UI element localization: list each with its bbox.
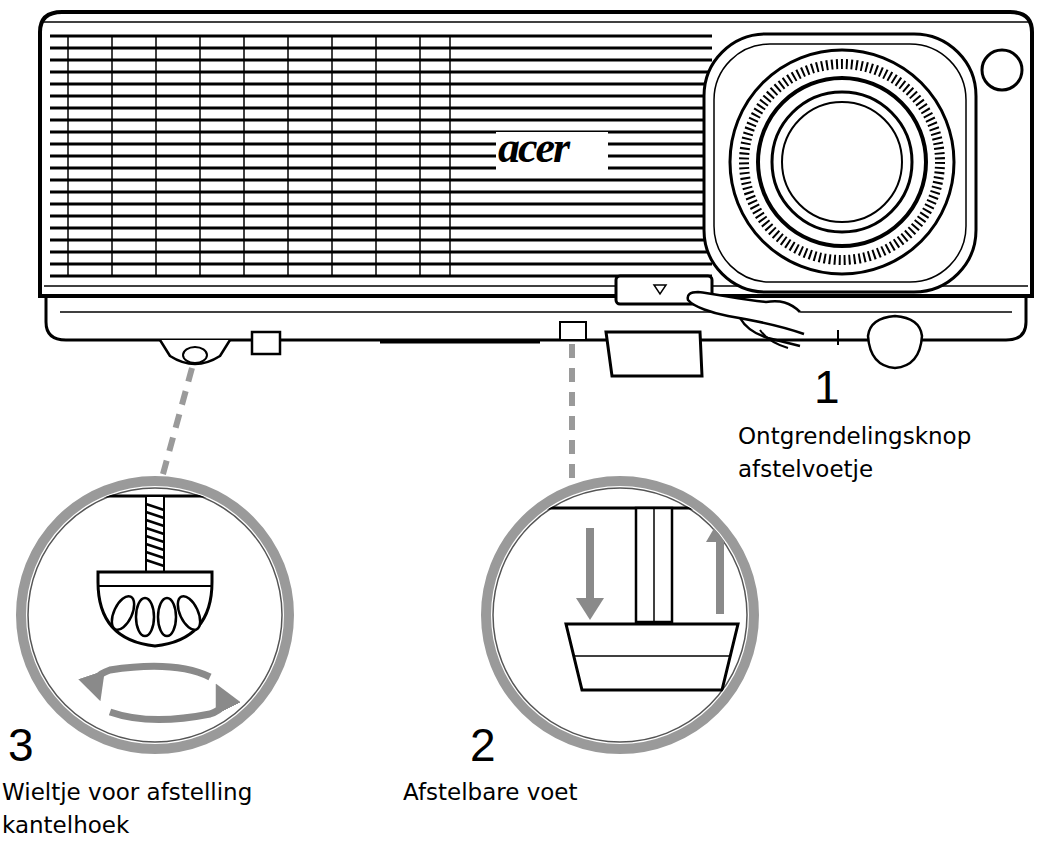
leader-line <box>569 344 575 478</box>
tilt-wheel-detail <box>146 496 164 572</box>
vent-grille <box>50 107 712 110</box>
vent-grille <box>50 227 712 230</box>
vent-grille <box>50 35 712 38</box>
vent-grille <box>50 239 712 242</box>
vent-grille <box>111 36 113 276</box>
vent-grille <box>50 59 712 62</box>
callout-number: 3 <box>8 720 58 771</box>
projector-base <box>60 311 1012 313</box>
projector-body <box>44 21 1028 23</box>
hand-pointer <box>688 292 804 348</box>
hand-pointer <box>760 330 788 348</box>
adjustable-foot-detail <box>566 624 738 690</box>
projector-body <box>40 12 1032 296</box>
vent-grille <box>50 179 712 182</box>
vent-grille <box>50 83 712 86</box>
adjustable-foot-detail <box>493 488 747 742</box>
lens-assembly <box>730 50 954 274</box>
vent-grille <box>50 36 712 276</box>
vent-grille <box>50 251 712 254</box>
vent-grille <box>50 71 712 74</box>
tilt-wheel-detail <box>98 572 212 646</box>
brand-logo: acer <box>498 124 610 172</box>
vent-grille <box>50 143 712 146</box>
adjustable-foot-detail <box>716 540 724 614</box>
ir-sensor <box>982 50 1022 90</box>
hand-pointer <box>688 292 804 334</box>
vent-grille <box>50 275 712 278</box>
tilt-wheel-detail <box>21 481 289 749</box>
lens-assembly <box>704 34 976 292</box>
projector-base <box>183 347 207 363</box>
tilt-wheel-detail <box>98 585 212 587</box>
vent-grille <box>419 36 421 276</box>
lens-assembly <box>744 64 940 260</box>
release-button <box>654 285 666 294</box>
vent-grille <box>50 47 712 50</box>
lens-assembly <box>782 102 902 222</box>
part-label: Wieltje voor afstelling kantelhoek <box>2 776 302 843</box>
hand-pointer <box>740 318 800 346</box>
vent-grille <box>375 36 377 276</box>
projector-base <box>46 292 1026 368</box>
projector-base <box>380 341 540 344</box>
tilt-wheel-detail <box>28 488 282 742</box>
tilt-wheel-detail <box>107 593 139 633</box>
vent-grille <box>331 36 333 276</box>
lens-assembly <box>772 92 912 232</box>
adjustable-foot-detail <box>586 528 594 600</box>
lens-assembly <box>704 34 976 292</box>
tilt-wheel-detail <box>136 598 154 636</box>
vent-grille <box>50 191 712 194</box>
projector-body <box>40 12 1032 296</box>
vent-grille <box>50 167 712 170</box>
adjustable-foot-detail <box>706 518 734 542</box>
tilt-wheel-detail <box>158 598 176 636</box>
vent-grille <box>155 36 157 276</box>
tilt-wheel-detail <box>173 593 205 633</box>
tilt-wheel-detail <box>146 504 164 566</box>
projector-base <box>868 316 922 368</box>
part-label: Ontgrendelingsknop afstelvoetje <box>738 420 1058 487</box>
adjustable-foot-detail <box>480 481 760 749</box>
callout-number: 1 <box>814 362 864 413</box>
vent-grille <box>50 131 712 134</box>
tilt-wheel-detail <box>95 666 210 688</box>
projector-base <box>837 330 839 345</box>
leader-line <box>160 368 192 485</box>
vent-grille <box>50 203 712 206</box>
vent-grille <box>449 36 451 276</box>
vent-grille <box>243 36 245 276</box>
adjustable-foot-detail <box>480 508 760 690</box>
vent-grille <box>50 263 712 266</box>
adjustable-foot-detail <box>576 598 604 620</box>
callout-number: 2 <box>470 720 520 771</box>
vent-grille <box>199 36 201 276</box>
vent-grille <box>67 36 69 276</box>
projector-base <box>252 332 280 354</box>
adjustable-foot-detail <box>486 481 754 749</box>
projector-base <box>160 340 230 364</box>
lens-assembly <box>758 78 926 246</box>
leader-line <box>160 344 572 485</box>
adjustable-foot-detail <box>636 508 672 622</box>
lens-assembly <box>714 44 966 282</box>
adjustable-foot-detail <box>480 507 760 510</box>
projector-base <box>560 322 586 340</box>
tilt-wheel-detail <box>20 481 290 749</box>
part-label: Afstelbare voet <box>403 776 723 809</box>
adjustable-foot-detail <box>653 508 655 622</box>
vent-grille <box>50 95 712 98</box>
vent-grille <box>287 36 289 276</box>
vent-grille <box>50 215 712 218</box>
vent-grille <box>50 119 712 122</box>
adjustable-foot-detail <box>574 655 730 657</box>
release-button <box>606 332 702 376</box>
tilt-wheel-detail <box>110 696 224 720</box>
vent-grille <box>50 155 712 158</box>
tilt-wheel-detail <box>20 496 290 720</box>
